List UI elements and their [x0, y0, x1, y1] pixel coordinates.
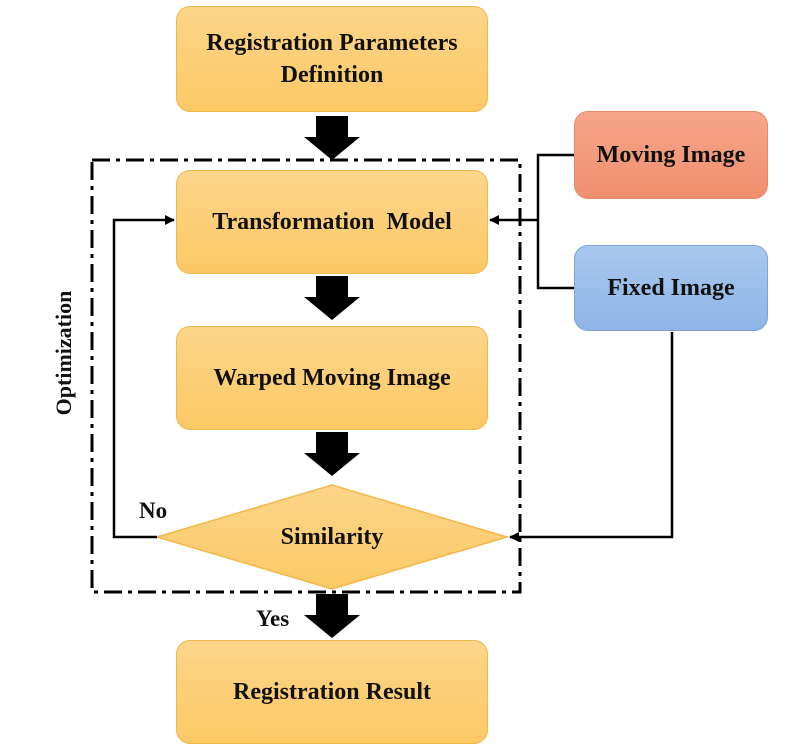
feedback-no-connector: [112, 215, 175, 539]
moving-image-connector: [536, 153, 575, 220]
similarity-diamond: [154, 484, 510, 590]
fixed-image-node: Fixed Image: [574, 245, 768, 331]
similarity-node-label: Similarity: [280, 523, 384, 550]
warped-moving-image-node: Warped Moving Image: [176, 326, 488, 430]
block-arrow-params-to-transform: [304, 116, 360, 160]
no-label: No: [139, 498, 168, 523]
yes-label: Yes: [256, 606, 290, 631]
moving-image-node: Moving Image: [574, 111, 768, 199]
fixed-to-similarity-connector: [509, 332, 674, 542]
fixed-image-connector: [536, 220, 575, 290]
registration-result-node: Registration Result: [176, 640, 488, 744]
block-arrow-transform-to-warped: [304, 276, 360, 320]
block-arrow-similarity-to-result: [304, 594, 360, 638]
block-arrow-warped-to-similarity: [304, 432, 360, 476]
transformation-model-node: Transformation Model: [176, 170, 488, 274]
optimization-label: Optimization: [51, 290, 76, 416]
optimization-boundary: [90, 158, 522, 594]
registration-parameters-node: Registration Parameters Definition: [176, 6, 488, 112]
